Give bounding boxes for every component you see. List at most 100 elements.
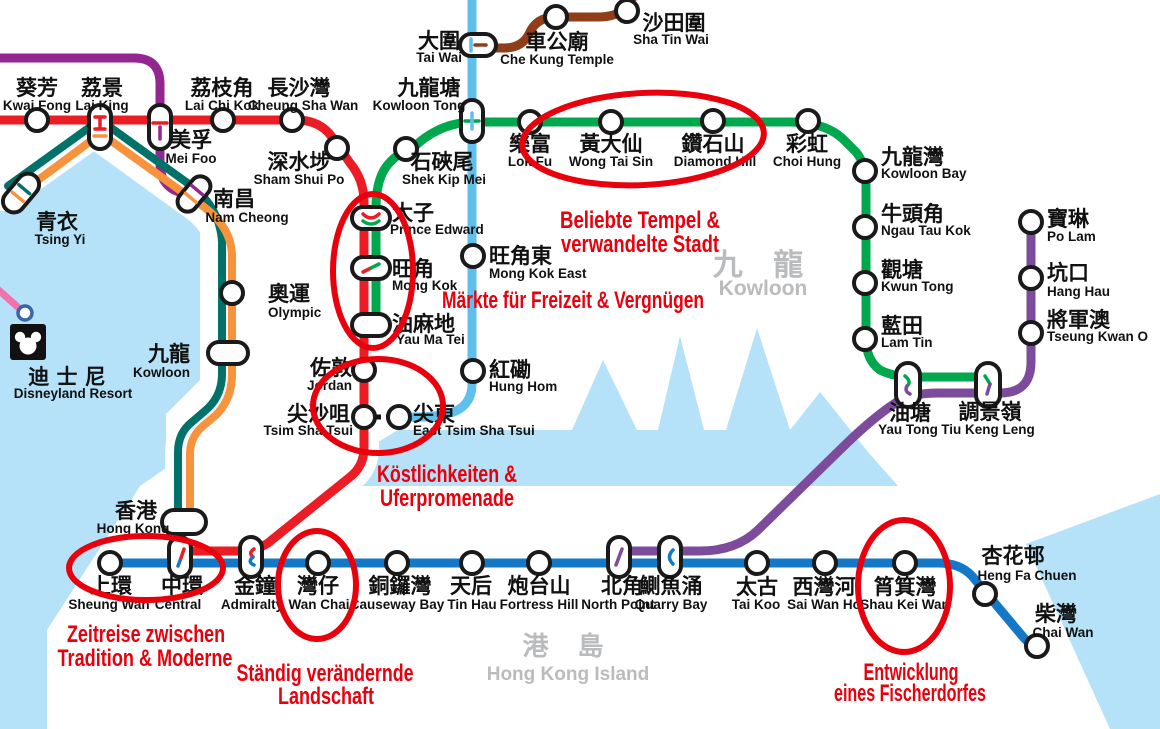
station-sheung-wan[interactable] [97, 550, 123, 576]
east-rail-line [395, 0, 477, 422]
station-label-zh-shau-kei-wan: 筲箕灣 [874, 575, 937, 599]
station-label-en-nam-cheong: Nam Cheong [205, 210, 288, 225]
interchange-glyph [190, 183, 205, 197]
region-label-en-kowloon: Kowloon [719, 277, 808, 300]
station-chai-wan[interactable] [1024, 633, 1050, 659]
station-cheung-sha-wan[interactable] [279, 107, 305, 133]
station-label-zh-hang-hau: 坑口 [1047, 261, 1089, 285]
station-label-en-wong-tai-sin: Wong Tai Sin [569, 154, 653, 169]
station-olympic[interactable] [219, 280, 245, 306]
annotation-tradition-label-1: Zeitreise zwischen [67, 621, 225, 648]
station-label-zh-kwun-tong: 觀塘 [881, 258, 923, 282]
interchange-glyph [667, 548, 675, 566]
station-label-en-chai-wan: Chai Wan [1032, 625, 1093, 640]
station-label-zh-lai-chi-kok: 荔枝角 [191, 76, 254, 100]
station-tin-hau[interactable] [459, 550, 485, 576]
station-kowloon-bay[interactable] [852, 158, 878, 184]
station-label-en-wan-chai: Wan Chai [288, 597, 349, 612]
station-wong-tai-sin[interactable] [598, 109, 624, 135]
station-choi-hung[interactable] [795, 108, 821, 134]
station-label-zh-tin-hau: 天后 [450, 574, 492, 598]
station-label-en-po-lam: Po Lam [1047, 229, 1096, 244]
station-east-tsim-sha-tsui[interactable] [386, 404, 412, 430]
station-kowloon-tong[interactable] [459, 98, 485, 144]
station-label-zh-tseung-kwan-o: 將軍澳 [1047, 308, 1111, 332]
station-shau-kei-wan[interactable] [892, 550, 918, 576]
station-fortress-hill[interactable] [526, 550, 552, 576]
station-lam-tin[interactable] [852, 326, 878, 352]
station-label-zh-tsing-yi: 青衣 [36, 210, 78, 234]
station-disneyland-resort[interactable] [16, 304, 34, 322]
station-kwun-tong[interactable] [852, 270, 878, 296]
station-label-zh-yau-tong: 油塘 [889, 401, 931, 425]
station-mong-kok-east[interactable] [460, 243, 486, 269]
station-label-zh-wan-chai: 灣仔 [297, 574, 339, 598]
annotation-fishing-village-label-2: eines Fischerdorfes [834, 680, 986, 707]
station-label-zh-hong-kong: 香港 [115, 499, 158, 523]
station-tai-wai[interactable] [458, 32, 498, 58]
station-mei-foo[interactable] [147, 103, 173, 151]
annotation-landscape-label-2: Landschaft [278, 683, 374, 710]
station-tseung-kwan-o[interactable] [1018, 320, 1044, 346]
station-label-zh-mong-kok-east: 旺角東 [489, 244, 552, 268]
station-label-zh-diamond-hill: 鑽石山 [682, 132, 745, 156]
station-po-lam[interactable] [1018, 209, 1044, 235]
station-che-kung-temple[interactable] [543, 4, 569, 30]
station-causeway-bay[interactable] [384, 550, 410, 576]
station-diamond-hill[interactable] [700, 108, 726, 134]
water-victoria-harbour [362, 328, 898, 486]
annotation-temples-circle [519, 89, 767, 189]
station-lai-chi-kok[interactable] [210, 107, 236, 133]
station-label-en-kwun-tong: Kwun Tong [881, 279, 953, 294]
station-shek-kip-mei[interactable] [393, 136, 419, 162]
station-hong-kong[interactable] [160, 508, 208, 536]
station-hang-hau[interactable] [1018, 265, 1044, 291]
station-quarry-bay[interactable] [657, 535, 683, 579]
station-label-en-hung-hom: Hung Hom [489, 379, 557, 394]
interchange-glyph [179, 547, 186, 560]
interchange-glyph [183, 191, 198, 205]
station-label-zh-choi-hung: 彩虹 [785, 132, 828, 156]
station-tiu-keng-leng[interactable] [974, 361, 1002, 409]
station-hung-hom[interactable] [460, 358, 486, 384]
station-wan-chai[interactable] [305, 550, 331, 576]
station-prince-edward[interactable] [350, 205, 392, 231]
station-label-zh-kowloon-bay: 九龍灣 [880, 145, 944, 169]
station-ngau-tau-kok[interactable] [852, 214, 878, 240]
station-lai-king[interactable] [87, 103, 113, 151]
station-label-en-yau-tong: Yau Tong [878, 422, 938, 437]
station-north-point[interactable] [606, 535, 632, 579]
annotation-markets-circle [330, 191, 416, 351]
water-east-sea [1026, 494, 1160, 729]
station-tsim-sha-tsui[interactable] [351, 404, 377, 430]
station-kowloon[interactable] [206, 340, 250, 366]
station-label-zh-sha-tin-wai: 沙田圍 [643, 11, 706, 35]
station-label-en-mong-kok-east: Mong Kok East [489, 266, 587, 281]
station-label-en-kowloon-bay: Kowloon Bay [881, 166, 967, 181]
station-tsing-yi[interactable] [0, 169, 44, 217]
station-label-en-heng-fa-chuen: Heng Fa Chuen [977, 568, 1076, 583]
station-admiralty[interactable] [238, 535, 264, 579]
station-heng-fa-chuen[interactable] [972, 581, 998, 607]
station-yau-ma-tei[interactable] [350, 312, 392, 338]
station-yau-tong[interactable] [894, 361, 922, 409]
station-label-zh-sai-wan-ho: 西灣河 [793, 575, 856, 599]
kwun-tong-line [371, 117, 991, 382]
station-label-en-choi-hung: Choi Hung [773, 154, 841, 169]
station-label-en-lai-chi-kok: Lai Chi Kok [185, 98, 260, 113]
station-sham-shui-po[interactable] [324, 135, 350, 161]
station-label-zh-chai-wan: 柴灣 [1034, 602, 1077, 626]
station-label-zh-kowloon: 九龍 [147, 342, 190, 366]
station-tai-koo[interactable] [744, 550, 770, 576]
station-mong-kok[interactable] [350, 255, 392, 281]
station-label-en-tai-koo: Tai Koo [732, 597, 781, 612]
station-nam-cheong[interactable] [173, 172, 214, 215]
station-label-zh-north-point: 北角 [601, 574, 643, 598]
station-sai-wan-ho[interactable] [812, 550, 838, 576]
station-kwai-fong[interactable] [24, 107, 50, 133]
annotation-tradition-circle [66, 533, 226, 603]
station-label-zh-wong-tai-sin: 黃大仙 [580, 132, 643, 156]
station-label-en-kowloon-tong: Kowloon Tong [373, 98, 466, 113]
station-sha-tin-wai[interactable] [614, 0, 640, 24]
